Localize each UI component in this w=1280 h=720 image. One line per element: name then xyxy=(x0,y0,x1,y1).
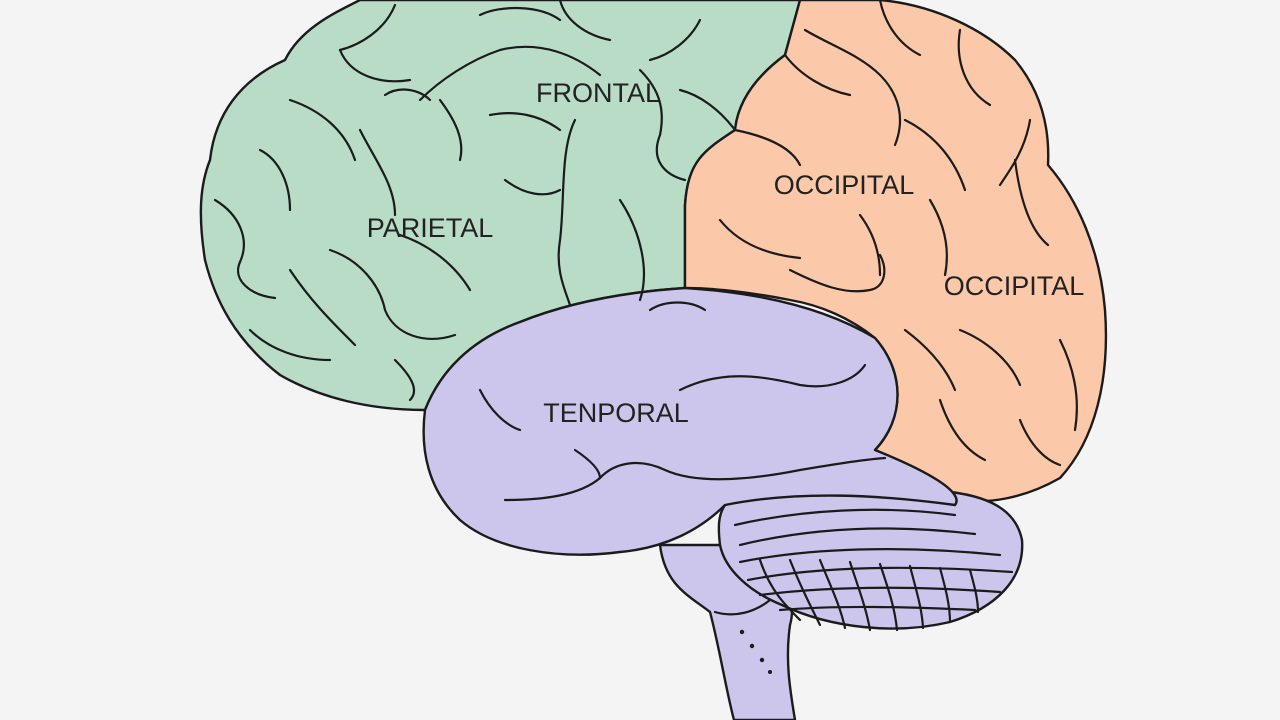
green-lobe-folds xyxy=(213,0,737,402)
label-temporal: TENPORAL xyxy=(543,398,689,428)
brain-stem-details xyxy=(713,598,772,674)
purple-lobe-folds xyxy=(478,301,887,502)
label-occipital-upper: OCCIPITAL xyxy=(774,170,915,200)
label-occipital-lower: OCCIPITAL xyxy=(944,271,1085,301)
label-frontal: FRONTAL xyxy=(536,78,660,108)
cerebellum-folds xyxy=(733,508,1014,632)
purple-lobe-region xyxy=(422,286,958,556)
orange-lobe-folds xyxy=(718,0,1078,467)
label-parietal: PARIETAL xyxy=(367,213,494,243)
